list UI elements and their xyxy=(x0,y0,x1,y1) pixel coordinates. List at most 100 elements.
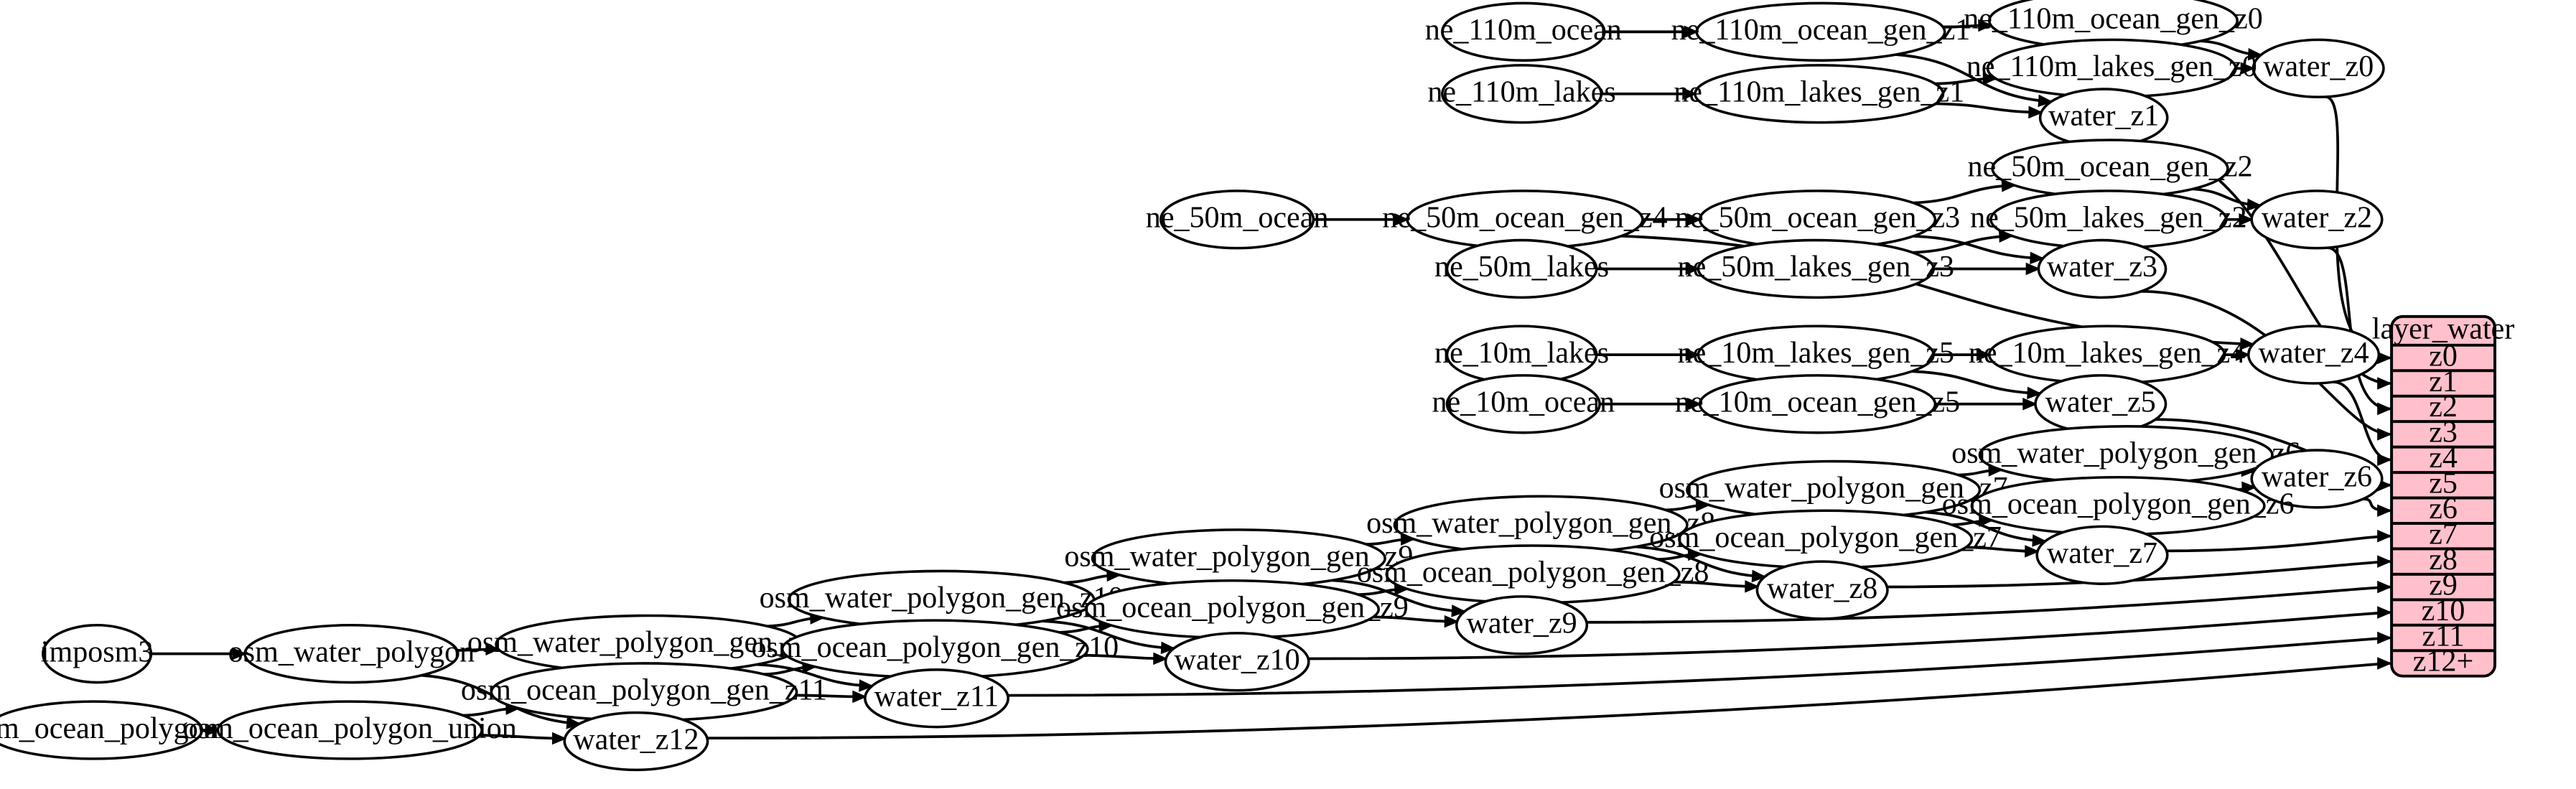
record-outline xyxy=(2390,314,2497,678)
graph-node-water_z4[interactable]: water_z4 xyxy=(2246,325,2381,385)
edges-layer xyxy=(151,19,2392,745)
graph-node-water_z12[interactable]: water_z12 xyxy=(563,711,709,772)
graph-node-ne_110m_ocean_gen_z0[interactable]: ne_110m_ocean_gen_z0 xyxy=(1964,0,2263,51)
graph-node-water_z6[interactable]: water_z6 xyxy=(2250,449,2384,509)
graph-node-ne_110m_lakes_gen_z0[interactable]: ne_110m_lakes_gen_z0 xyxy=(1966,38,2257,98)
graph-node-ne_50m_ocean_gen_z4[interactable]: ne_50m_ocean_gen_z4 xyxy=(1382,190,1668,250)
graph-node-ne_110m_lakes_gen_z1[interactable]: ne_110m_lakes_gen_z1 xyxy=(1674,64,1964,124)
record-row-z8[interactable]: z8 xyxy=(2429,543,2458,576)
node-label: osm_water_polygon_gen_z9 xyxy=(1064,539,1413,573)
record-row-z0[interactable]: z0 xyxy=(2429,339,2458,373)
node-label: water_z6 xyxy=(2262,460,2372,494)
node-label: ne_110m_lakes xyxy=(1427,75,1615,108)
record-row-z5[interactable]: z5 xyxy=(2429,467,2458,500)
record-row-z4[interactable]: z4 xyxy=(2429,441,2458,475)
edge-arrowhead xyxy=(2377,377,2392,390)
edge-arrowhead xyxy=(2247,47,2263,61)
graph-node-water_z9[interactable]: water_z9 xyxy=(1455,595,1589,655)
graph-node-water_z1[interactable]: water_z1 xyxy=(2038,88,2169,148)
graph-node-water_z2[interactable]: water_z2 xyxy=(2250,190,2384,250)
graph-node-water_z10[interactable]: water_z10 xyxy=(1164,632,1310,692)
graph-node-ne_50m_ocean_gen_z2[interactable]: ne_50m_ocean_gen_z2 xyxy=(1967,139,2253,199)
record-row-z1[interactable]: z1 xyxy=(2429,365,2458,398)
graph-node-water_z7[interactable]: water_z7 xyxy=(2035,525,2169,585)
graph-node-water_z11[interactable]: water_z11 xyxy=(864,668,1009,729)
graph-node-ne_10m_lakes_gen_z4[interactable]: ne_10m_lakes_gen_z4 xyxy=(1969,325,2246,385)
node-label: osm_water_polygon_gen_z10 xyxy=(760,581,1124,615)
node-ellipse xyxy=(1695,1,1946,62)
node-label: water_z8 xyxy=(1767,571,1877,605)
graph-node-water_z0[interactable]: water_z0 xyxy=(2251,38,2385,98)
graph-node-ne_110m_ocean[interactable]: ne_110m_ocean xyxy=(1425,1,1622,62)
edge-arrowhead xyxy=(1444,615,1460,628)
graph-node-osm_ocean_polygon_gen_z9[interactable]: osm_ocean_polygon_gen_z9 xyxy=(1056,579,1409,640)
edge-arrowhead xyxy=(205,724,220,737)
node-ellipse xyxy=(864,668,1009,729)
graph-node-osm_water_polygon_gen_z9[interactable]: osm_water_polygon_gen_z9 xyxy=(1064,528,1413,589)
graph-node-osm_ocean_polygon_union[interactable]: osm_ocean_polygon_union xyxy=(183,700,517,760)
record-row-z10[interactable]: z10 xyxy=(2422,594,2465,627)
layer-water-record-table[interactable]: layer_waterz0z1z2z3z4z5z6z7z8z9z10z11z12… xyxy=(2372,312,2515,678)
node-label: osm_water_polygon_gen_z6 xyxy=(1951,436,2300,470)
record-row-z7[interactable]: z7 xyxy=(2429,517,2458,551)
graph-node-osm_ocean_polygon_gen_z6[interactable]: osm_ocean_polygon_gen_z6 xyxy=(1942,475,2295,536)
edge-arrowhead xyxy=(2377,555,2392,568)
graph-node-ne_50m_ocean[interactable]: ne_50m_ocean xyxy=(1146,190,1329,250)
graph-node-osm_water_polygon_gen_z11[interactable]: osm_water_polygon_gen_z11 xyxy=(467,614,831,675)
record-row-z2[interactable]: z2 xyxy=(2429,390,2458,424)
edge-arrowhead xyxy=(551,732,567,745)
graph-node-ne_50m_lakes[interactable]: ne_50m_lakes xyxy=(1434,238,1609,299)
node-ellipse xyxy=(1698,374,1937,434)
graph-node-osm_ocean_polygon_gen_z7[interactable]: osm_ocean_polygon_gen_z7 xyxy=(1649,509,2002,569)
node-ellipse xyxy=(2037,238,2167,299)
node-label: water_z0 xyxy=(2263,50,2374,83)
graph-edge-to-layer xyxy=(2333,381,2391,462)
graph-node-imposm3[interactable]: imposm3 xyxy=(41,624,154,684)
node-ellipse xyxy=(1697,238,1935,299)
graph-node-water_z3[interactable]: water_z3 xyxy=(2037,238,2167,299)
graph-node-water_z8[interactable]: water_z8 xyxy=(1755,560,1889,620)
node-label: ne_10m_ocean_gen_z5 xyxy=(1675,386,1960,419)
graph-node-water_z5[interactable]: water_z5 xyxy=(2034,374,2167,434)
graph-node-ne_50m_lakes_gen_z2[interactable]: ne_50m_lakes_gen_z2 xyxy=(1970,190,2247,250)
edge-arrowhead xyxy=(1684,25,1699,39)
graph-node-osm_water_polygon_gen_z6[interactable]: osm_water_polygon_gen_z6 xyxy=(1951,425,2300,485)
edge-arrowhead xyxy=(1160,641,1176,655)
edge-arrowhead xyxy=(2377,504,2392,518)
edge-arrowhead xyxy=(1451,604,1467,617)
node-label: ne_50m_lakes_gen_z2 xyxy=(1970,201,2247,235)
edge-arrowhead xyxy=(2377,428,2392,441)
graph-node-osm_ocean_polygon_gen_z8[interactable]: osm_ocean_polygon_gen_z8 xyxy=(1357,544,1709,604)
edge-arrowhead xyxy=(2038,94,2053,108)
graph-node-ne_10m_ocean[interactable]: ne_10m_ocean xyxy=(1432,374,1615,434)
node-label: osm_ocean_polygon_gen_z8 xyxy=(1357,556,1709,589)
graph-node-ne_50m_lakes_gen_z3[interactable]: ne_50m_lakes_gen_z3 xyxy=(1678,238,1955,299)
graph-node-ne_10m_lakes[interactable]: ne_10m_lakes xyxy=(1434,325,1609,385)
graph-node-osm_water_polygon[interactable]: osm_water_polygon xyxy=(228,624,475,684)
graph-node-ne_10m_lakes_gen_z5[interactable]: ne_10m_lakes_gen_z5 xyxy=(1678,325,1955,385)
graph-edge xyxy=(1912,234,2012,254)
graph-node-osm_ocean_polygon_gen_z10[interactable]: osm_ocean_polygon_gen_z10 xyxy=(751,619,1119,679)
graph-node-ne_50m_ocean_gen_z3[interactable]: ne_50m_ocean_gen_z3 xyxy=(1675,190,1960,250)
graph-node-ne_10m_ocean_gen_z5[interactable]: ne_10m_ocean_gen_z5 xyxy=(1675,374,1960,434)
edge-arrowhead xyxy=(2377,631,2392,645)
record-row-z11[interactable]: z11 xyxy=(2422,619,2464,653)
graph-node-ne_110m_lakes[interactable]: ne_110m_lakes xyxy=(1427,64,1616,124)
graph-node-osm_ocean_polygon[interactable]: osm_ocean_polygon xyxy=(0,700,219,760)
graph-edge-to-layer xyxy=(2327,246,2390,411)
edge-arrowhead xyxy=(2377,580,2392,594)
record-table-layer: layer_waterz0z1z2z3z4z5z6z7z8z9z10z11z12… xyxy=(2372,312,2515,678)
graph-edge xyxy=(1332,579,1465,613)
node-label: water_z2 xyxy=(2262,201,2372,235)
record-row-z12+[interactable]: z12+ xyxy=(2413,645,2473,678)
record-row-z3[interactable]: z3 xyxy=(2429,416,2458,449)
node-label: osm_ocean_polygon_gen_z10 xyxy=(751,630,1119,664)
graph-node-ne_110m_ocean_gen_z1[interactable]: ne_110m_ocean_gen_z1 xyxy=(1671,1,1971,62)
record-row-z9[interactable]: z9 xyxy=(2429,568,2458,602)
record-row-z6[interactable]: z6 xyxy=(2429,492,2458,526)
graph-node-osm_water_polygon_gen_z10[interactable]: osm_water_polygon_gen_z10 xyxy=(760,569,1124,630)
node-label: water_z10 xyxy=(1175,643,1300,677)
node-label: ne_110m_lakes_gen_z0 xyxy=(1966,50,2257,83)
record-title: layer_water xyxy=(2372,312,2515,346)
graph-edge xyxy=(756,663,872,688)
